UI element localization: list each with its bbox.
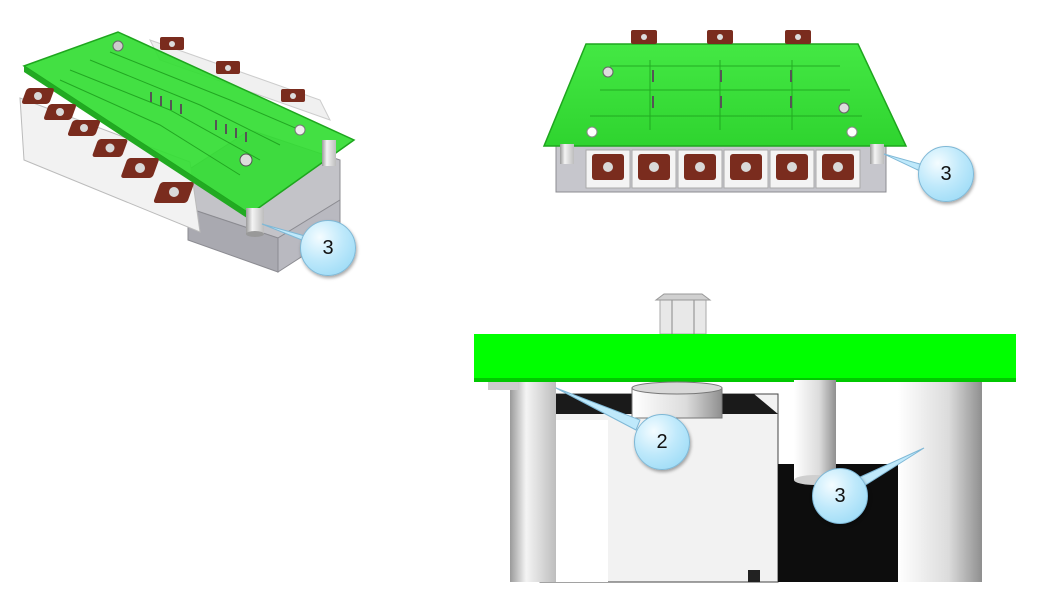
pcb-board-section: [474, 334, 1016, 380]
power-terminals-front: [585, 149, 861, 189]
callout-3-top-left: 3: [300, 220, 356, 276]
callout-leader: [555, 387, 641, 431]
callout-3-top-right: 3: [918, 146, 974, 202]
standoff-pillar: [870, 144, 884, 164]
callout-leader: [883, 153, 923, 173]
isometric-view-left: [19, 31, 356, 273]
pcb-board: [542, 43, 908, 147]
power-terminals-back: [160, 37, 305, 102]
standoff-pillar: [560, 144, 574, 164]
standoff-pillar-large: [898, 382, 982, 582]
callout-2-detail: 2: [634, 414, 690, 470]
screw-head: [654, 293, 712, 335]
standoff-pillar: [246, 208, 264, 234]
front-view-right: [542, 30, 923, 193]
pcb-pins: [150, 92, 247, 142]
standoff-pillar: [322, 140, 336, 166]
standoff-pillar: [510, 382, 556, 582]
callout-3-detail: 3: [812, 468, 868, 524]
pcb-board-edge: [24, 66, 250, 220]
power-terminals-back: [631, 30, 811, 44]
detail-view: [474, 293, 1016, 583]
power-terminals-front: [21, 88, 194, 203]
standoff-pillar: [794, 380, 836, 480]
